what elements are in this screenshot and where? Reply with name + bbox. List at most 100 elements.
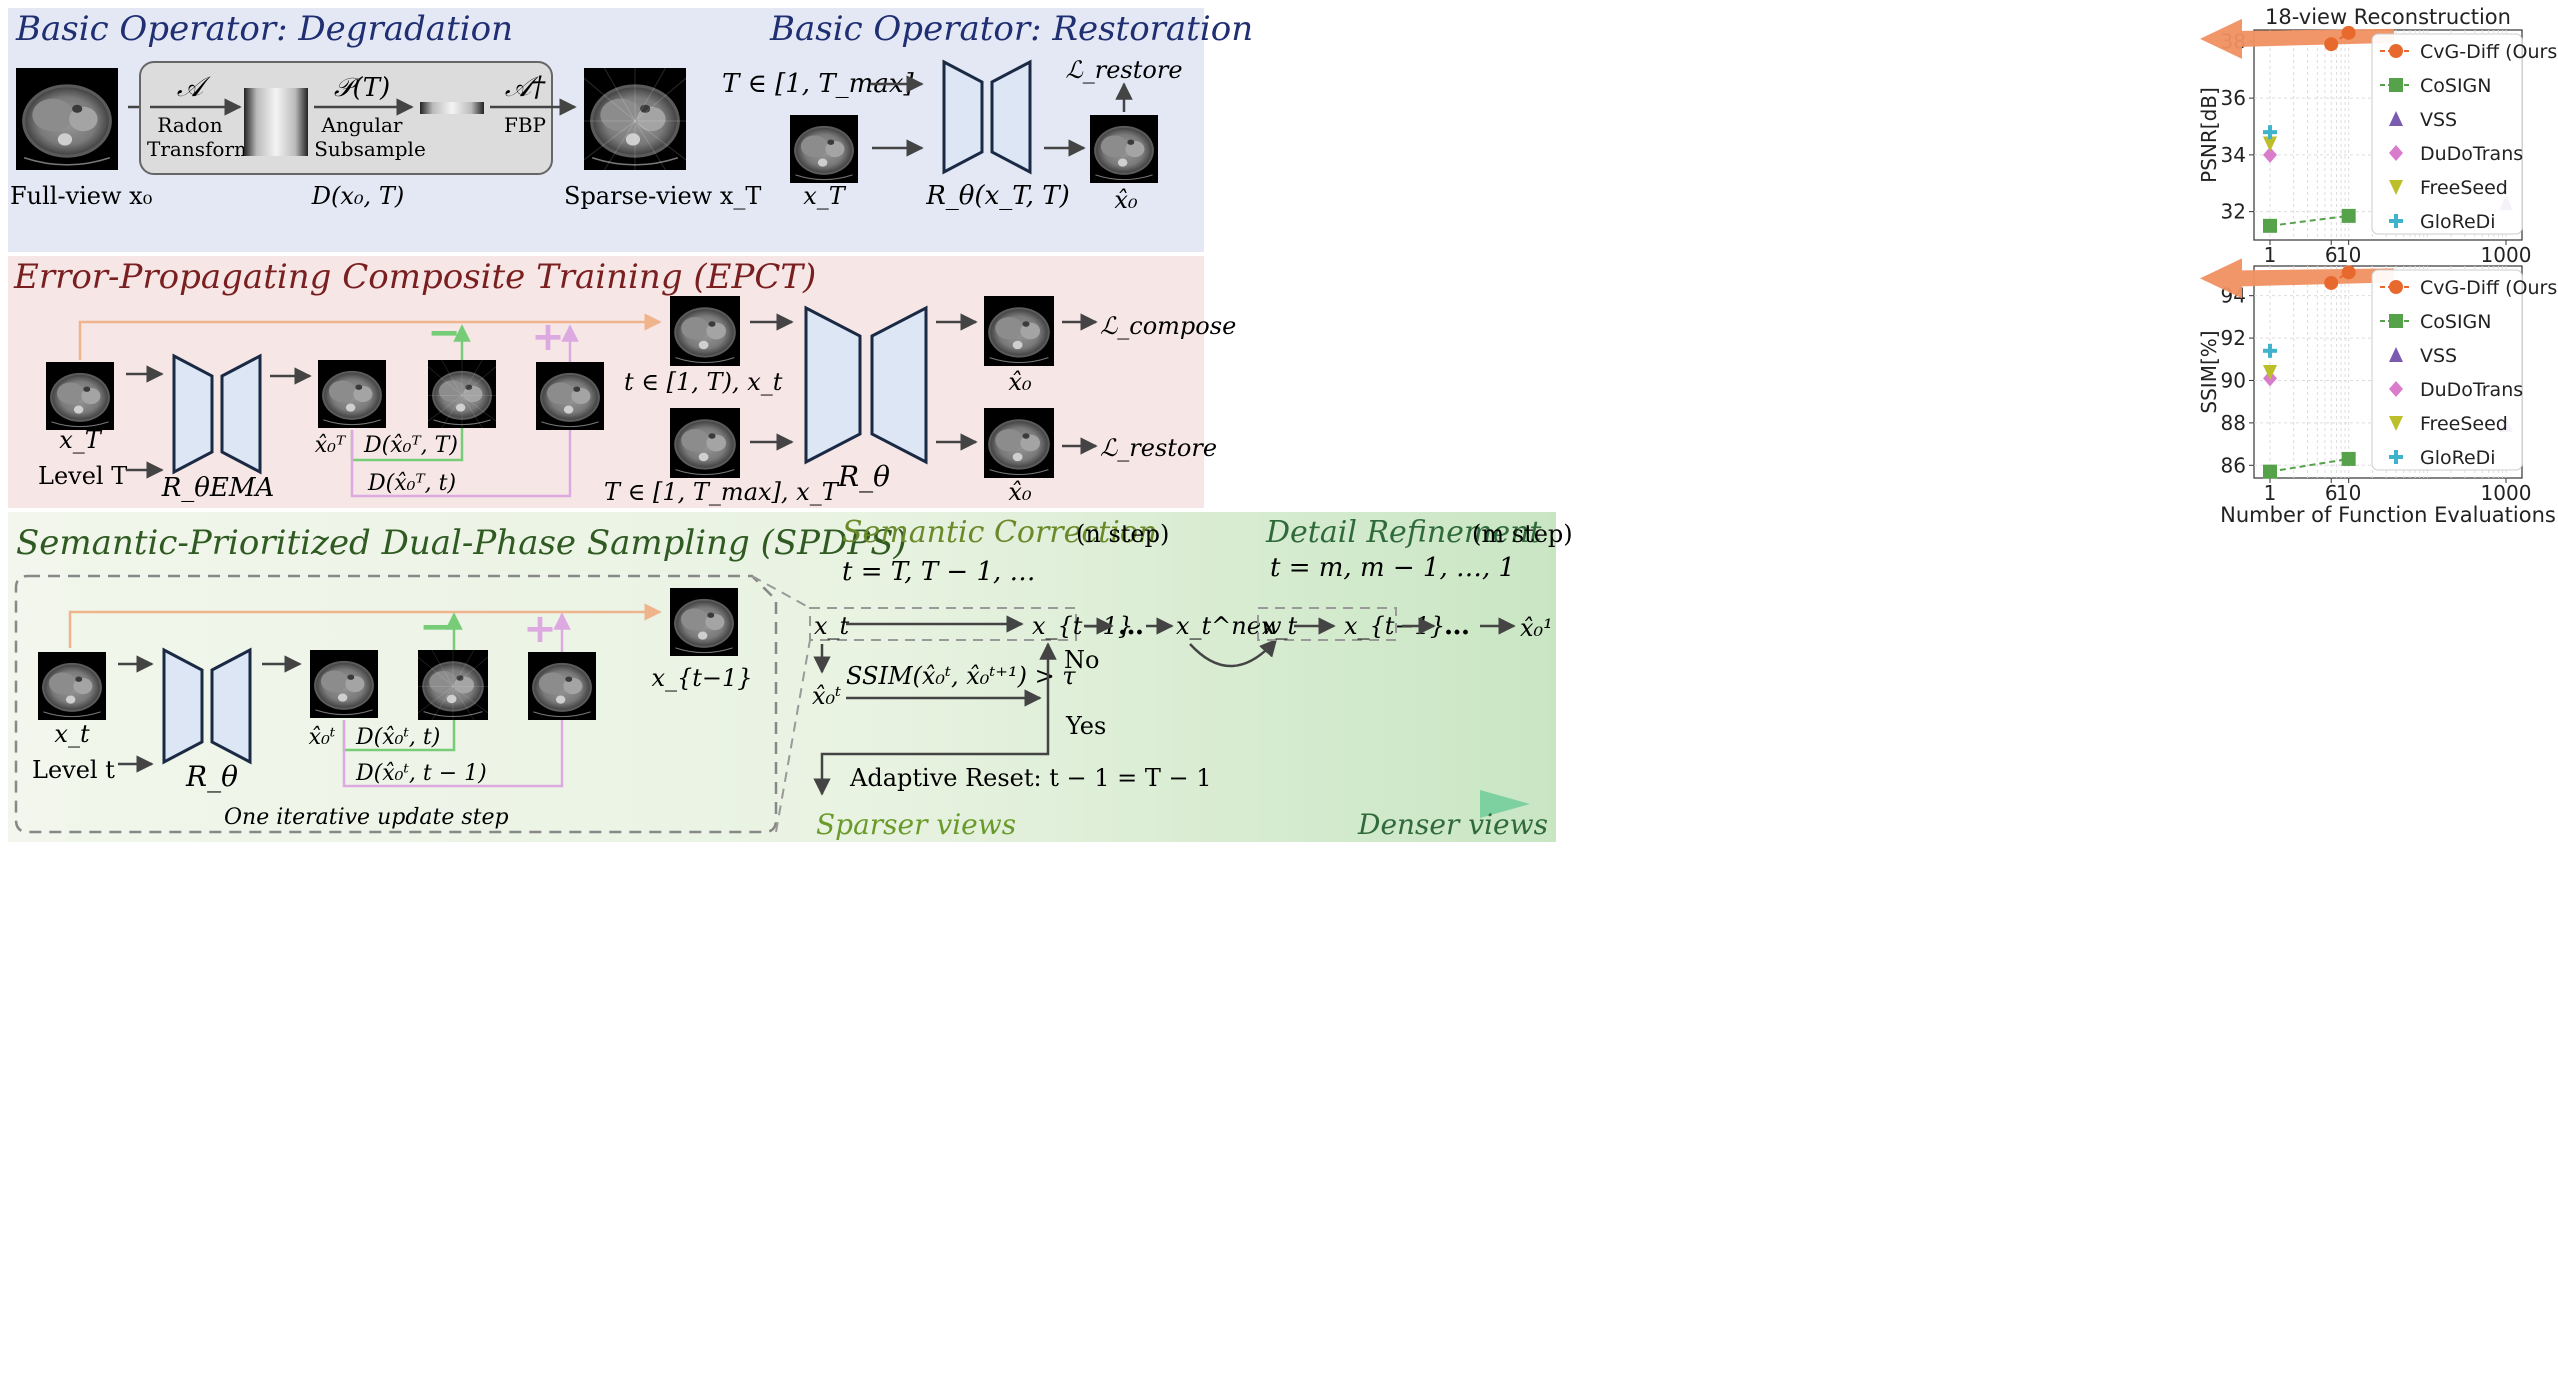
spdps-input-label: x_t [54, 720, 90, 748]
detail-steps: (m step) [1472, 520, 1573, 548]
chart1-ytick-label: 32 [2221, 200, 2246, 224]
chart1-legend-label: CvG-Diff (Ours) [2420, 41, 2558, 63]
epct-input-label: x_T [59, 426, 103, 454]
radon-label-1: Radon [157, 113, 222, 137]
chart1-legend-marker [2389, 111, 2403, 126]
views-progress-arrowhead [1480, 790, 1530, 818]
chart1-xtick-label: 1 [2264, 243, 2277, 267]
epct-net-label: R_θ [837, 460, 890, 493]
chart1-legend-label: DuDoTrans [2420, 143, 2523, 165]
sparse-sinogram-image [420, 102, 484, 114]
yes-label: Yes [1065, 712, 1106, 740]
angular-label-2: Subsample [314, 137, 426, 161]
chart2-legend-marker-v [2394, 450, 2398, 464]
epct-xT-image [669, 407, 741, 479]
chart1-legend-marker [2389, 180, 2403, 195]
step-caption: One iterative update step [224, 805, 509, 830]
no-label: No [1064, 646, 1099, 674]
flow-yes-path [813, 698, 1050, 796]
chart2-series-cosign-point [2263, 464, 2277, 479]
degradation-title: Basic Operator: Degradation [15, 9, 513, 49]
detail-sequence: t = m, m − 1, …, 1 [1270, 553, 1515, 583]
chart2-legend-box [2371, 269, 2523, 471]
spdps-minus-sign: − [419, 604, 453, 650]
chart2-legend-marker [2389, 450, 2403, 464]
epct-loss-restore: ℒ_restore [1100, 434, 1217, 462]
epct-pred-image [317, 359, 387, 429]
epct-minus-sign: − [427, 310, 461, 356]
semantic-steps: (n step) [1076, 520, 1169, 548]
restoration-network-label: R_θ(x_T, T) [925, 181, 1070, 211]
chart2-legend-label: CoSIGN [2420, 311, 2492, 333]
epct-loss-compose: ℒ_compose [1100, 312, 1236, 340]
chart2-series-cvg-diff-ours--point [2324, 275, 2339, 290]
spdps-d-label-1: D(x̂₀ᵗ, t) [355, 725, 440, 750]
semantic-title: Semantic Correction [842, 515, 1157, 550]
chart1-series-cvg-diff-ours--point [2324, 37, 2339, 52]
spdps-level-label: Level t [32, 756, 115, 784]
spdps-plus-sign: + [523, 606, 557, 652]
chart1-ytick-label: 34 [2221, 143, 2246, 167]
detail-step-box [1257, 607, 1397, 641]
epct-out-label-2: x̂₀ [1008, 478, 1032, 506]
chart2-legend-label: GloReDi [2420, 447, 2496, 469]
chart1-title: 18-view Reconstruction [2265, 5, 2511, 29]
degradation-operator-box [139, 61, 553, 175]
epct-out-image-2 [983, 407, 1055, 479]
chart1-ytick-label: 36 [2221, 86, 2246, 110]
detail-title: Detail Refinement [1265, 515, 1542, 550]
restoration-loss: ℒ_restore [1065, 56, 1182, 84]
chart2-series-cosign-point [2341, 451, 2356, 466]
epct-out-label-1: x̂₀ [1008, 368, 1032, 396]
epct-encoder [804, 305, 862, 465]
chart2-legend-label: FreeSeed [2420, 413, 2508, 435]
restoration-decoder [990, 59, 1032, 175]
chart1-series-cosign-point [2263, 218, 2277, 233]
chart2-xtick-label: 1000 [2481, 481, 2532, 505]
epct-d-label-1: D(x̂₀ᵀ, T) [363, 433, 458, 458]
chart1-legend-label: GloReDi [2420, 211, 2496, 233]
flow-dots: … [1118, 611, 1144, 641]
operator-caption: D(x₀, T) [311, 182, 404, 210]
chart2-xtick-label: 10 [2336, 481, 2361, 505]
chart2-ytick-label: 86 [2221, 453, 2246, 477]
chart2-series-gloredi-point-v [2268, 343, 2272, 358]
chart1-legend-label: VSS [2420, 109, 2457, 131]
chart1-legend-marker [2389, 145, 2403, 161]
epct-ema-label: R_θEMA [161, 473, 275, 503]
spdps-panel [8, 512, 1556, 842]
chart1-series-dudotrans-point [2263, 146, 2277, 163]
chart2-legend-marker [2389, 314, 2403, 328]
flow-final: x̂₀¹ [1520, 614, 1553, 642]
epct-title: Error-Propagating Composite Training (EP… [13, 257, 816, 297]
chart1-highlight-arrow [2200, 18, 2394, 59]
flow-pred: x̂₀ᵗ [812, 682, 841, 710]
spdps-pred-label: x̂₀ᵗ [309, 725, 336, 750]
flow-dots-b: … [1444, 611, 1470, 641]
radon-label-2: Transform [147, 137, 253, 161]
spdps-skip-arrow [68, 603, 662, 648]
epct-out-image-1 [983, 295, 1055, 367]
epct-xt-image [669, 295, 741, 367]
epct-input-image [45, 361, 115, 431]
chart2-ytick-label: 88 [2221, 411, 2246, 435]
spdps-net-label: R_θ [185, 760, 238, 793]
zoom-line-bottom [775, 639, 811, 833]
chart2-series-cvg-diff-ours--point [2341, 265, 2356, 280]
chart1-xtick-label: 6 [2325, 243, 2338, 267]
chart1-legend-box [2371, 33, 2523, 235]
chart1-series-cosign-point [2341, 208, 2356, 223]
denser-label: Denser views [1357, 808, 1548, 841]
chart1-series-gloredi-point [2263, 125, 2277, 140]
chart2-ytick-label: 92 [2221, 326, 2246, 350]
chart2-legend-label: DuDoTrans [2420, 379, 2523, 401]
chart1-xtick-label: 1000 [2481, 243, 2532, 267]
spdps-d-label-2: D(x̂₀ᵗ, t − 1) [355, 761, 487, 786]
chart2-legend-marker [2389, 347, 2403, 362]
spdps-degraded-image-1 [418, 650, 488, 720]
spdps-decoder [210, 647, 252, 765]
chart1-series-cosign-line [2269, 214, 2349, 227]
restoration-input-image [789, 114, 859, 184]
epct-ema-encoder [172, 353, 214, 475]
chart2-series-freeseed-point [2263, 365, 2277, 380]
